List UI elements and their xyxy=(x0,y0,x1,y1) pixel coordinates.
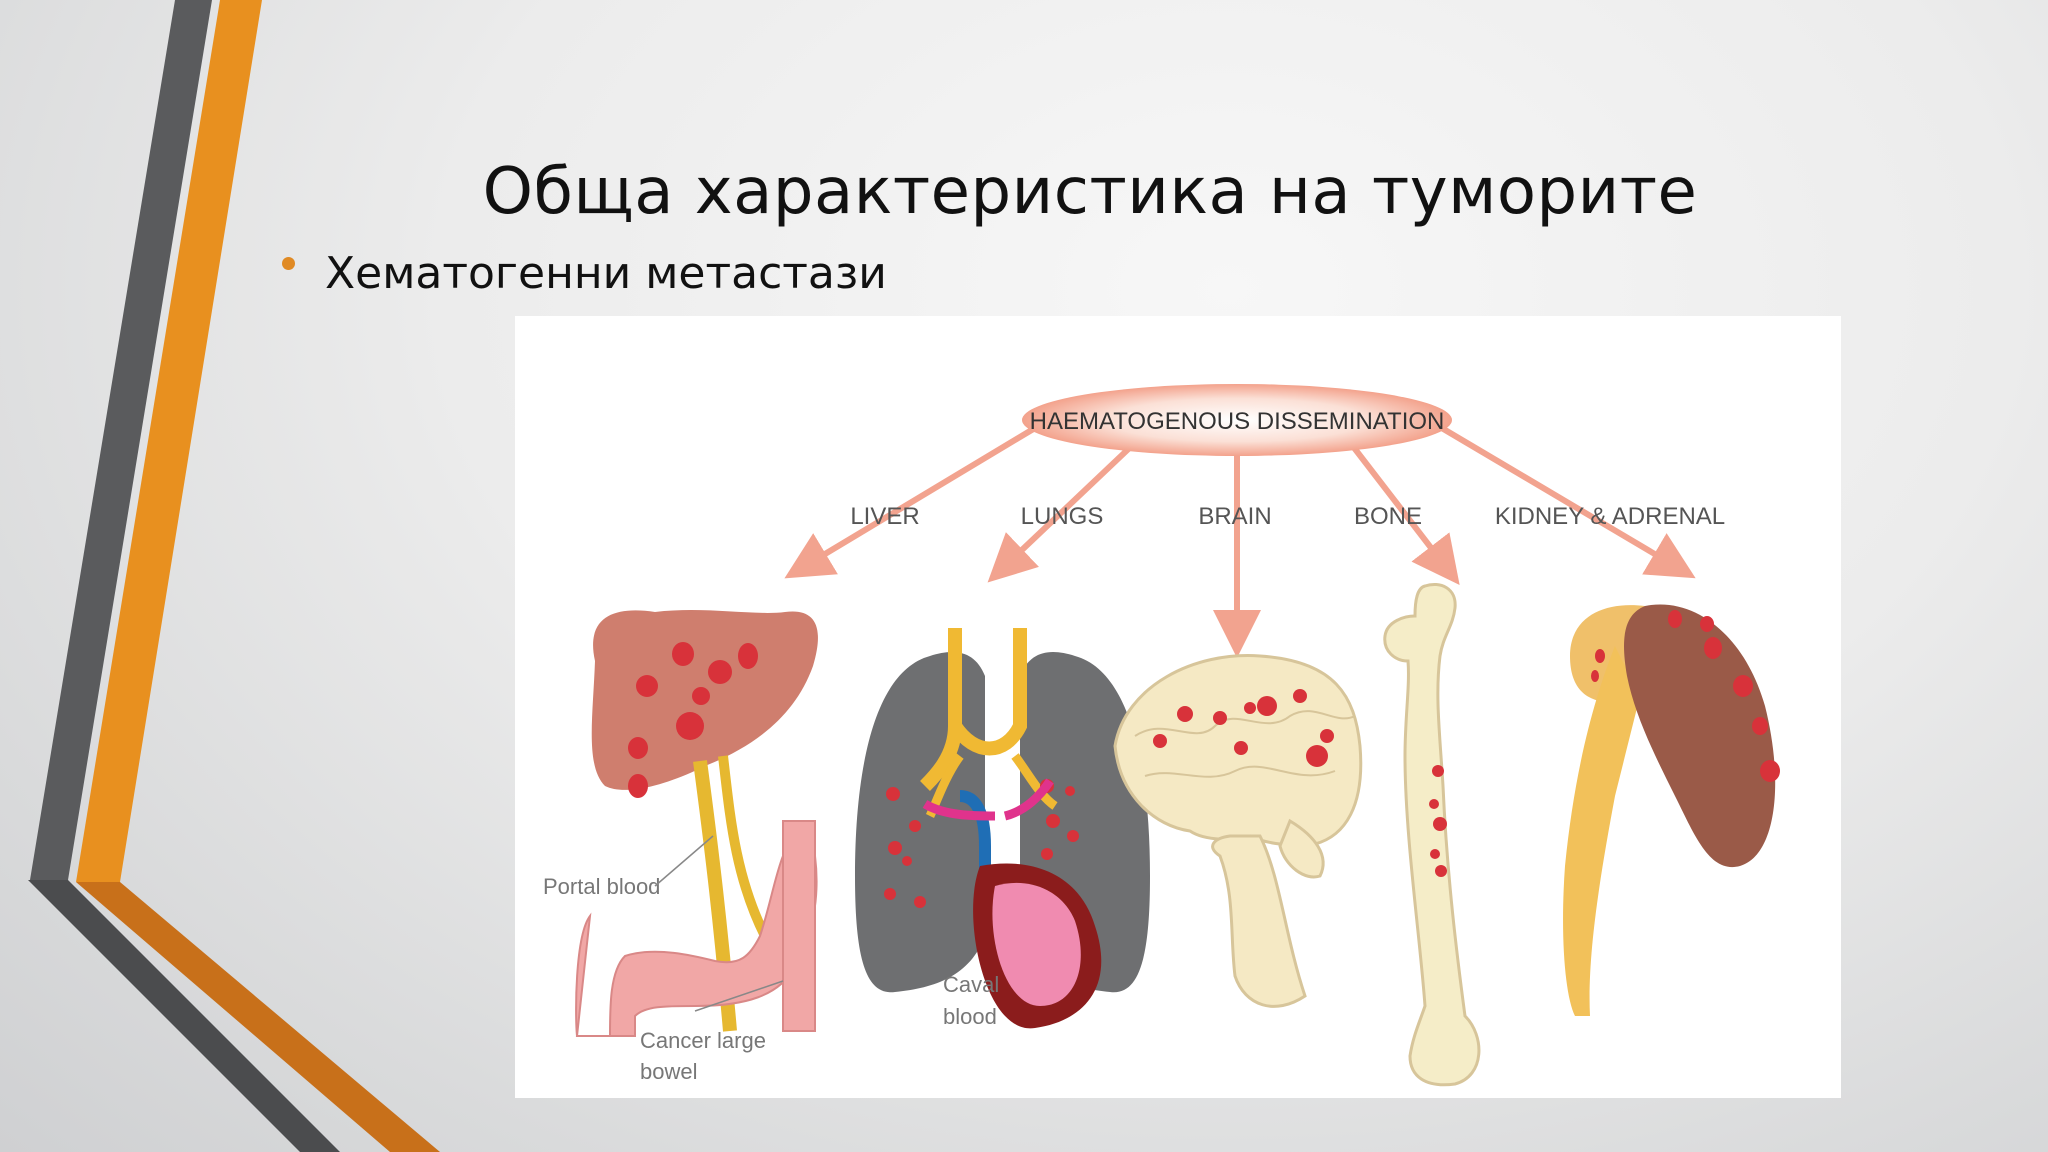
label-liver: LIVER xyxy=(850,503,919,530)
label-lungs: LUNGS xyxy=(1021,503,1104,530)
diagram-heading: HAEMATOGENOUS DISSEMINATION xyxy=(1030,408,1445,435)
brain-illustration xyxy=(1113,654,1363,1008)
cancer-bowel-pointer xyxy=(694,980,784,1012)
heading-oval xyxy=(1022,384,1452,456)
bullet-dot-icon xyxy=(282,257,295,270)
label-kidney-adrenal: KIDNEY & ADRENAL xyxy=(1495,503,1725,530)
bone-illustration xyxy=(1383,583,1481,1087)
lungs-illustration xyxy=(855,628,1150,1029)
dissemination-figure: HAEMATOGENOUS DISSEMINATION LIVER LUNGS … xyxy=(515,316,1841,1098)
dissemination-arrows xyxy=(784,421,1696,658)
bullet-text: Хематогенни метастази xyxy=(325,248,887,299)
slide-title: Обща характеристика на туморите xyxy=(482,154,1698,229)
label-caval-blood-2: blood xyxy=(943,1004,997,1029)
large-bowel-illustration xyxy=(575,820,818,1037)
label-cancer-large-bowel-1: Cancer large xyxy=(640,1028,766,1053)
label-bone: BONE xyxy=(1354,503,1422,530)
label-brain: BRAIN xyxy=(1198,503,1271,530)
label-caval-blood-1: Caval xyxy=(943,972,999,997)
kidney-illustration xyxy=(1563,604,1780,1016)
bullet-item: Хематогенни метастази xyxy=(282,248,887,299)
label-portal-blood: Portal blood xyxy=(543,874,660,899)
label-cancer-large-bowel-2: bowel xyxy=(640,1059,697,1084)
portal-blood-pointer xyxy=(654,835,714,887)
